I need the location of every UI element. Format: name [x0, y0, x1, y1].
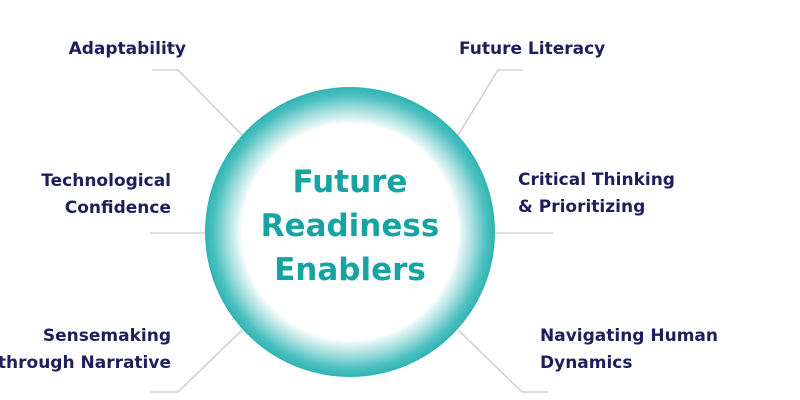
- label-technological-confidence-line-2: Confidence: [64, 198, 171, 218]
- label-navigating-human-line-1: Navigating Human: [540, 326, 719, 346]
- center-title: Future Readiness Enablers: [235, 160, 465, 292]
- label-sensemaking-line-1: Sensemaking: [42, 326, 171, 346]
- connector-future-literacy: [457, 69, 523, 136]
- connector-sensemaking: [150, 329, 243, 393]
- connector-adaptability: [152, 69, 243, 136]
- label-technological-confidence-line-1: Technological: [41, 171, 171, 191]
- center-title-line-3: Enablers: [274, 252, 426, 288]
- label-future-literacy-line-1: Future Literacy: [459, 39, 606, 59]
- label-sensemaking: Sensemaking through Narrative: [0, 323, 171, 377]
- label-critical-thinking-line-1: Critical Thinking: [518, 170, 675, 190]
- center-title-line-2: Readiness: [260, 208, 440, 244]
- label-future-literacy: Future Literacy: [459, 36, 605, 63]
- label-sensemaking-line-2: through Narrative: [0, 353, 171, 373]
- central-ring: [205, 87, 495, 377]
- label-critical-thinking: Critical Thinking & Prioritizing: [518, 167, 675, 221]
- label-adaptability: Adaptability: [69, 36, 186, 63]
- center-title-line-1: Future: [292, 164, 408, 200]
- label-critical-thinking-line-2: & Prioritizing: [518, 197, 646, 217]
- label-navigating-human-line-2: Dynamics: [540, 353, 633, 373]
- label-technological-confidence: Technological Confidence: [41, 168, 171, 222]
- label-navigating-human: Navigating Human Dynamics: [540, 323, 718, 377]
- label-adaptability-line-1: Adaptability: [68, 39, 186, 59]
- connector-navigating-human: [457, 329, 548, 393]
